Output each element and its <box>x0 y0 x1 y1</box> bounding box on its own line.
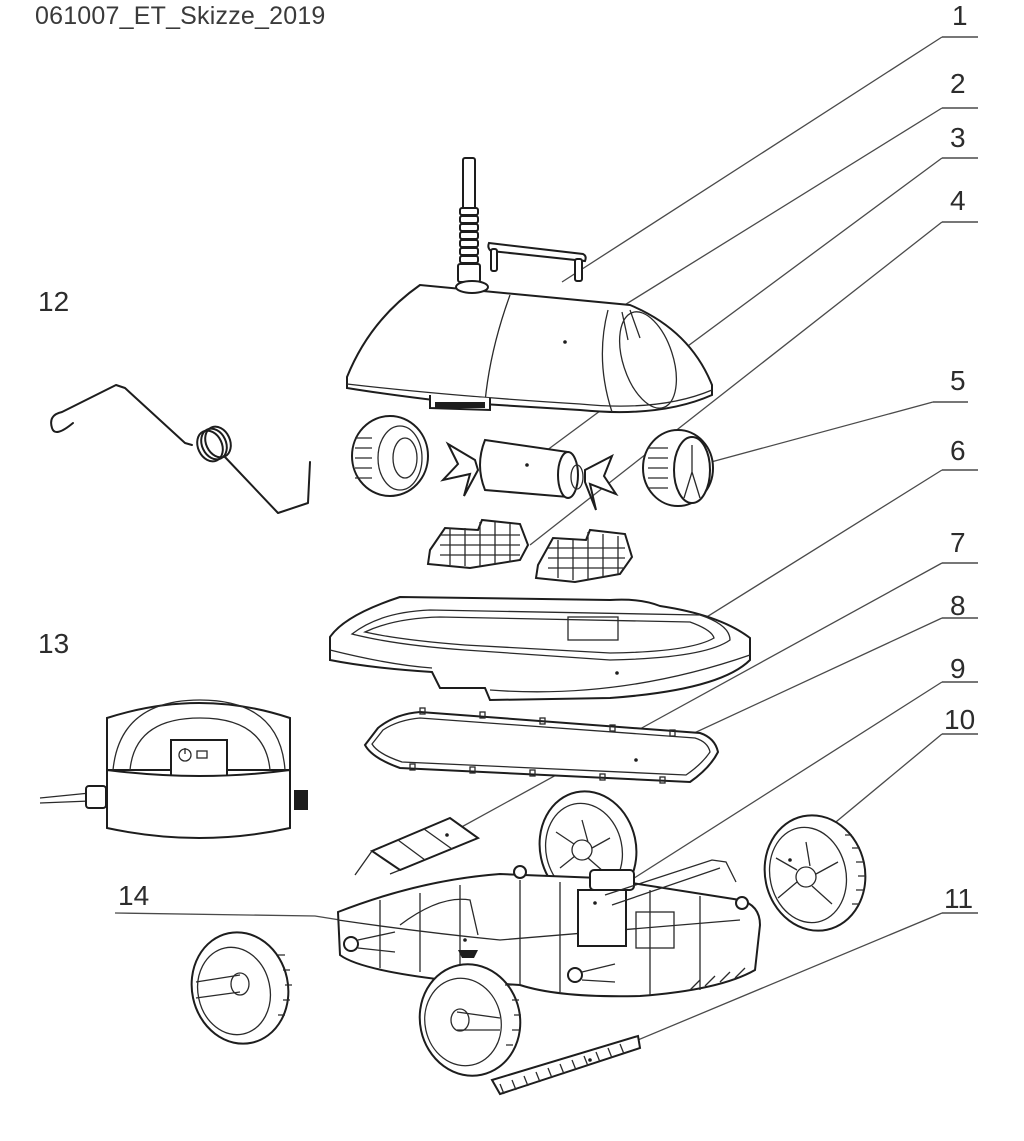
part-top-cover <box>346 157 713 414</box>
callout-number-8: 8 <box>950 590 966 621</box>
part-body-frame <box>329 595 751 702</box>
callout-number-14: 14 <box>118 880 150 911</box>
leader-line-7 <box>446 562 943 836</box>
callout-number-9: 9 <box>950 653 966 684</box>
callout-number-1: 1 <box>952 0 968 31</box>
leader-line-11 <box>589 912 943 1061</box>
callout-number-10: 10 <box>944 704 976 735</box>
leader-line-1 <box>561 36 943 283</box>
callout-number-12: 12 <box>38 286 70 317</box>
document-title: 061007_ET_Skizze_2019 <box>35 2 326 30</box>
callout-number-11: 11 <box>944 883 974 914</box>
part-right-front-wheel <box>418 963 522 1077</box>
leader-line-2 <box>564 107 943 343</box>
part-pump-motor <box>440 438 619 511</box>
callout-number-4: 4 <box>950 185 966 216</box>
leader-line-4 <box>529 221 943 546</box>
leader-line-3 <box>526 157 943 466</box>
callout-number-7: 7 <box>950 527 966 558</box>
part-carry-handle <box>487 241 587 282</box>
part-brush-strip <box>490 1034 642 1096</box>
part-torsion-spring <box>50 384 311 514</box>
part-bottom-plate <box>363 707 720 784</box>
callout-number-3: 3 <box>950 122 966 153</box>
leader-line-5 <box>699 401 934 466</box>
part-filter-flap <box>354 816 481 876</box>
leader-line-9 <box>594 681 943 904</box>
part-left-wheel-hub <box>351 415 429 497</box>
part-drive-unit-anchor <box>593 901 597 905</box>
part-control-box <box>39 699 308 839</box>
callout-number-6: 6 <box>950 435 966 466</box>
callout-number-2: 2 <box>950 68 966 99</box>
part-side-wheel-hub <box>642 429 714 507</box>
callout-number-5: 5 <box>950 365 966 396</box>
part-drive-wheel <box>763 814 867 932</box>
callout-number-13: 13 <box>38 628 70 659</box>
part-left-front-wheel <box>190 931 292 1045</box>
part-chassis-base <box>336 859 762 998</box>
part-filter-basket <box>426 518 634 584</box>
